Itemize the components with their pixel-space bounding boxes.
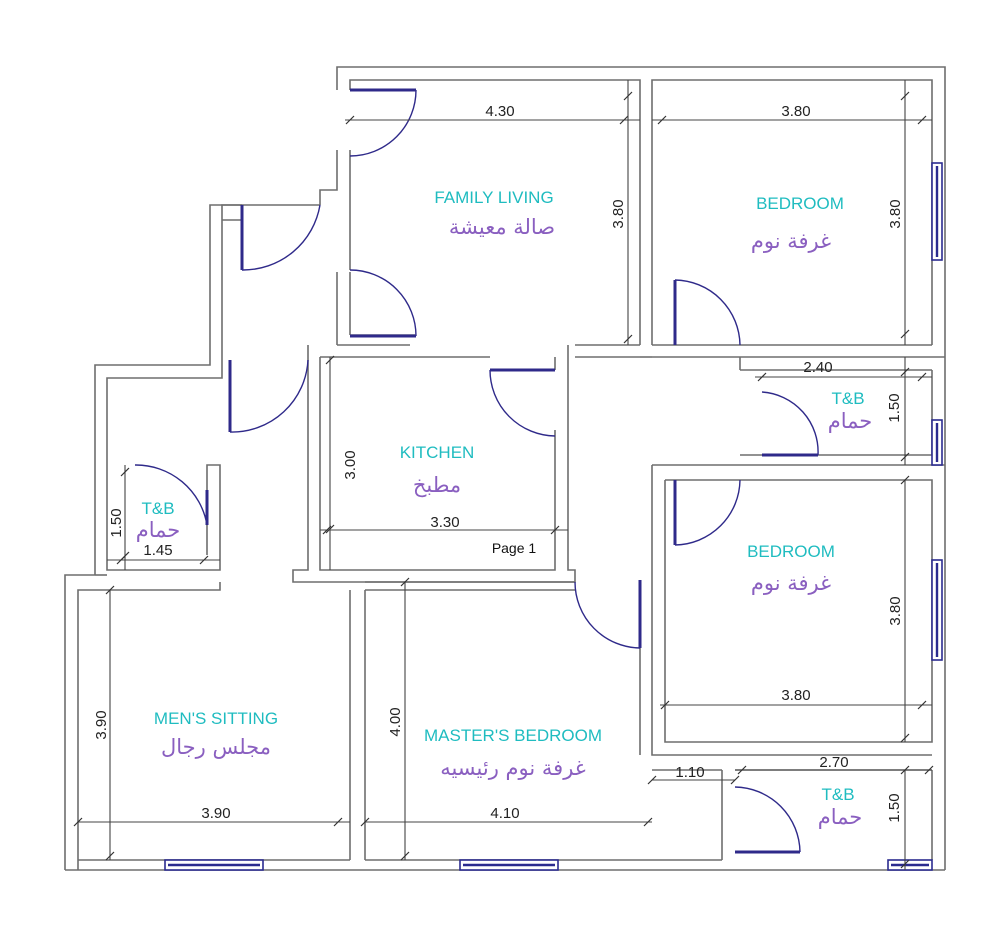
room-tb-3: T&B حمام 2.70 1.50: [818, 754, 903, 829]
dimension-depth: 3.90: [93, 710, 110, 739]
door-masters-bedroom: [574, 580, 642, 649]
room-label-en: T&B: [831, 389, 864, 408]
room-label-ar: مطبخ: [413, 473, 461, 497]
dimension-width: 4.30: [485, 103, 514, 120]
dimension-depth: 3.80: [887, 596, 904, 625]
dimension-width: 4.10: [490, 805, 519, 822]
room-label-en: T&B: [141, 499, 174, 518]
room-label-ar: غرفة نوم: [751, 229, 831, 253]
room-label-en: BEDROOM: [747, 542, 835, 561]
room-masters-bedroom: MASTER'S BEDROOM غرفة نوم رئيسيه 4.10 4.…: [387, 707, 602, 822]
room-family-living: FAMILY LIVING صالة معيشة 4.30 3.80: [434, 103, 627, 239]
dimension-width: 2.40: [803, 359, 832, 376]
room-label-ar: غرفة نوم رئيسيه: [440, 756, 586, 780]
doors: [134, 88, 819, 854]
dimension-depth: 1.50: [108, 508, 125, 537]
room-tb-1: T&B حمام 2.40 1.50: [803, 359, 903, 433]
dimension-width: 3.30: [430, 514, 459, 531]
room-label-ar: صالة معيشة: [449, 215, 555, 239]
room-label-ar: حمام: [136, 518, 181, 542]
dimension-depth: 1.50: [886, 393, 903, 422]
page-label: Page 1: [492, 540, 537, 556]
room-label-en: FAMILY LIVING: [434, 188, 553, 207]
room-label-en: KITCHEN: [400, 443, 475, 462]
room-label-en: T&B: [821, 785, 854, 804]
door-corridor-lower: [228, 359, 309, 433]
dimension-passage: 1.10: [675, 764, 704, 781]
room-bedroom-1: BEDROOM غرفة نوم 3.80 3.80: [751, 103, 904, 253]
door-tb-3: [734, 786, 801, 854]
dimension-lines: [73, 80, 934, 870]
dimension-depth: 3.80: [610, 199, 627, 228]
windows: [164, 162, 943, 871]
dimension-depth: 1.50: [886, 793, 903, 822]
dimension-width: 3.80: [781, 103, 810, 120]
room-kitchen: KITCHEN مطبخ 3.30 3.00 Page 1: [342, 443, 536, 556]
room-label-ar: مجلس رجال: [161, 735, 271, 759]
door-family-living-lower: [349, 269, 417, 338]
dimension-depth: 3.00: [342, 450, 359, 479]
room-label-ar: حمام: [828, 409, 873, 433]
door-corridor-upper: [240, 204, 321, 271]
room-mens-sitting: MEN'S SITTING مجلس رجال 3.90 3.90: [93, 709, 278, 822]
dimension-width: 3.90: [201, 805, 230, 822]
room-label-en: MASTER'S BEDROOM: [424, 726, 602, 745]
dimension-width: 3.80: [781, 687, 810, 704]
room-label-en: BEDROOM: [756, 194, 844, 213]
dimension-width: 1.45: [143, 542, 172, 559]
room-tb-2: T&B حمام 1.45 1.50: [108, 499, 180, 559]
room-bedroom-2: BEDROOM غرفة نوم 3.80 3.80: [747, 542, 904, 704]
door-bedroom-2: [673, 479, 741, 546]
door-tb-1: [761, 391, 819, 457]
dimension-depth: 3.80: [887, 199, 904, 228]
dimension-depth: 4.00: [387, 707, 404, 736]
room-label-en: MEN'S SITTING: [154, 709, 278, 728]
door-tb-2: [134, 464, 209, 526]
dimension-width: 2.70: [819, 754, 848, 771]
room-label-ar: غرفة نوم: [751, 571, 831, 595]
room-label-ar: حمام: [818, 805, 863, 829]
door-entrance: [349, 88, 417, 157]
door-kitchen: [489, 368, 556, 437]
door-bedroom-1: [673, 279, 741, 346]
